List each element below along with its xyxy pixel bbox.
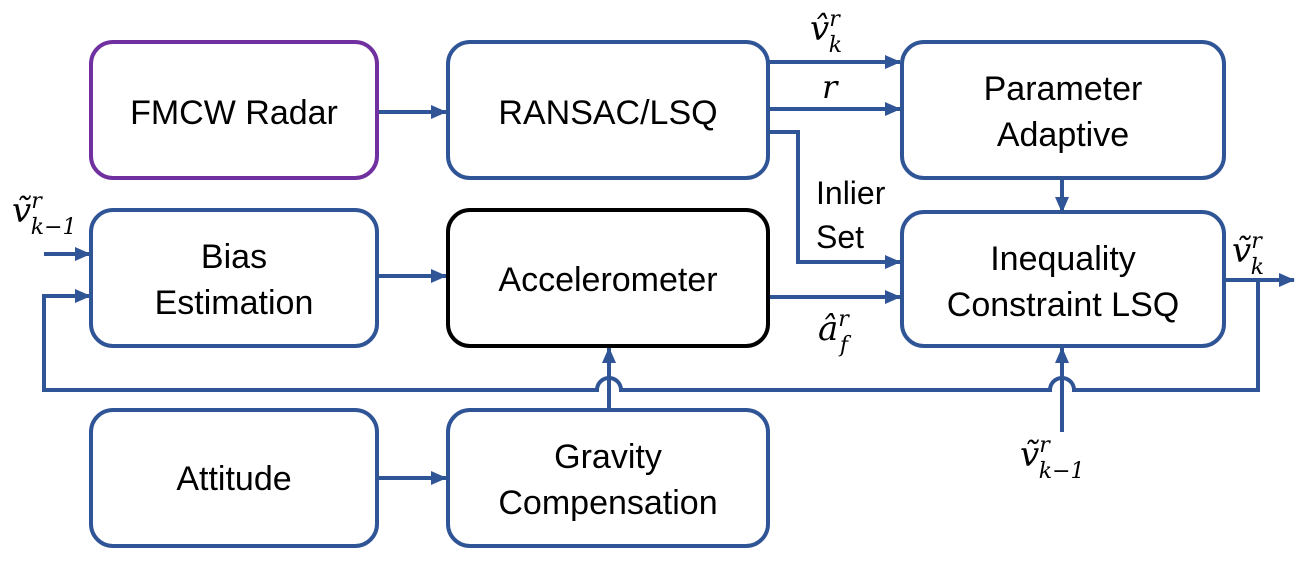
bias-estimation-line2: Estimation	[155, 284, 314, 322]
block-ransac: RANSAC/LSQ	[446, 40, 770, 180]
accelerometer-label: Accelerometer	[498, 261, 717, 299]
gravity-line1: Gravity	[554, 438, 662, 476]
inlier-set-line2: Set	[816, 219, 864, 255]
block-accelerometer: Accelerometer	[446, 208, 770, 348]
block-bias-estimation: Bias Estimation	[89, 208, 379, 348]
block-gravity-compensation: Gravity Compensation	[446, 408, 770, 548]
arrow-inlier-to-ineq	[768, 130, 901, 269]
inequality-line2: Constraint LSQ	[947, 286, 1179, 324]
gravity-line2: Compensation	[498, 484, 717, 522]
bias-estimation-line1: Bias	[201, 238, 267, 276]
inlier-set-line1: Inlier	[816, 175, 886, 211]
connections	[42, 55, 1295, 485]
inequality-line1: Inequality	[990, 240, 1136, 278]
block-parameter-adaptive: Parameter Adaptive	[900, 40, 1226, 180]
param-adaptive-line1: Parameter	[984, 70, 1143, 108]
param-adaptive-line2: Adaptive	[997, 116, 1129, 154]
ransac-label: RANSAC/LSQ	[498, 94, 717, 132]
block-inequality-lsq: Inequality Constraint LSQ	[900, 210, 1226, 348]
block-fmcw-radar: FMCW Radar	[89, 40, 379, 180]
attitude-label: Attitude	[176, 460, 291, 498]
block-attitude: Attitude	[89, 408, 379, 548]
fmcw-radar-label: FMCW Radar	[130, 94, 338, 132]
signal-r-label: r	[822, 68, 839, 106]
feedback-loop	[42, 280, 1260, 392]
